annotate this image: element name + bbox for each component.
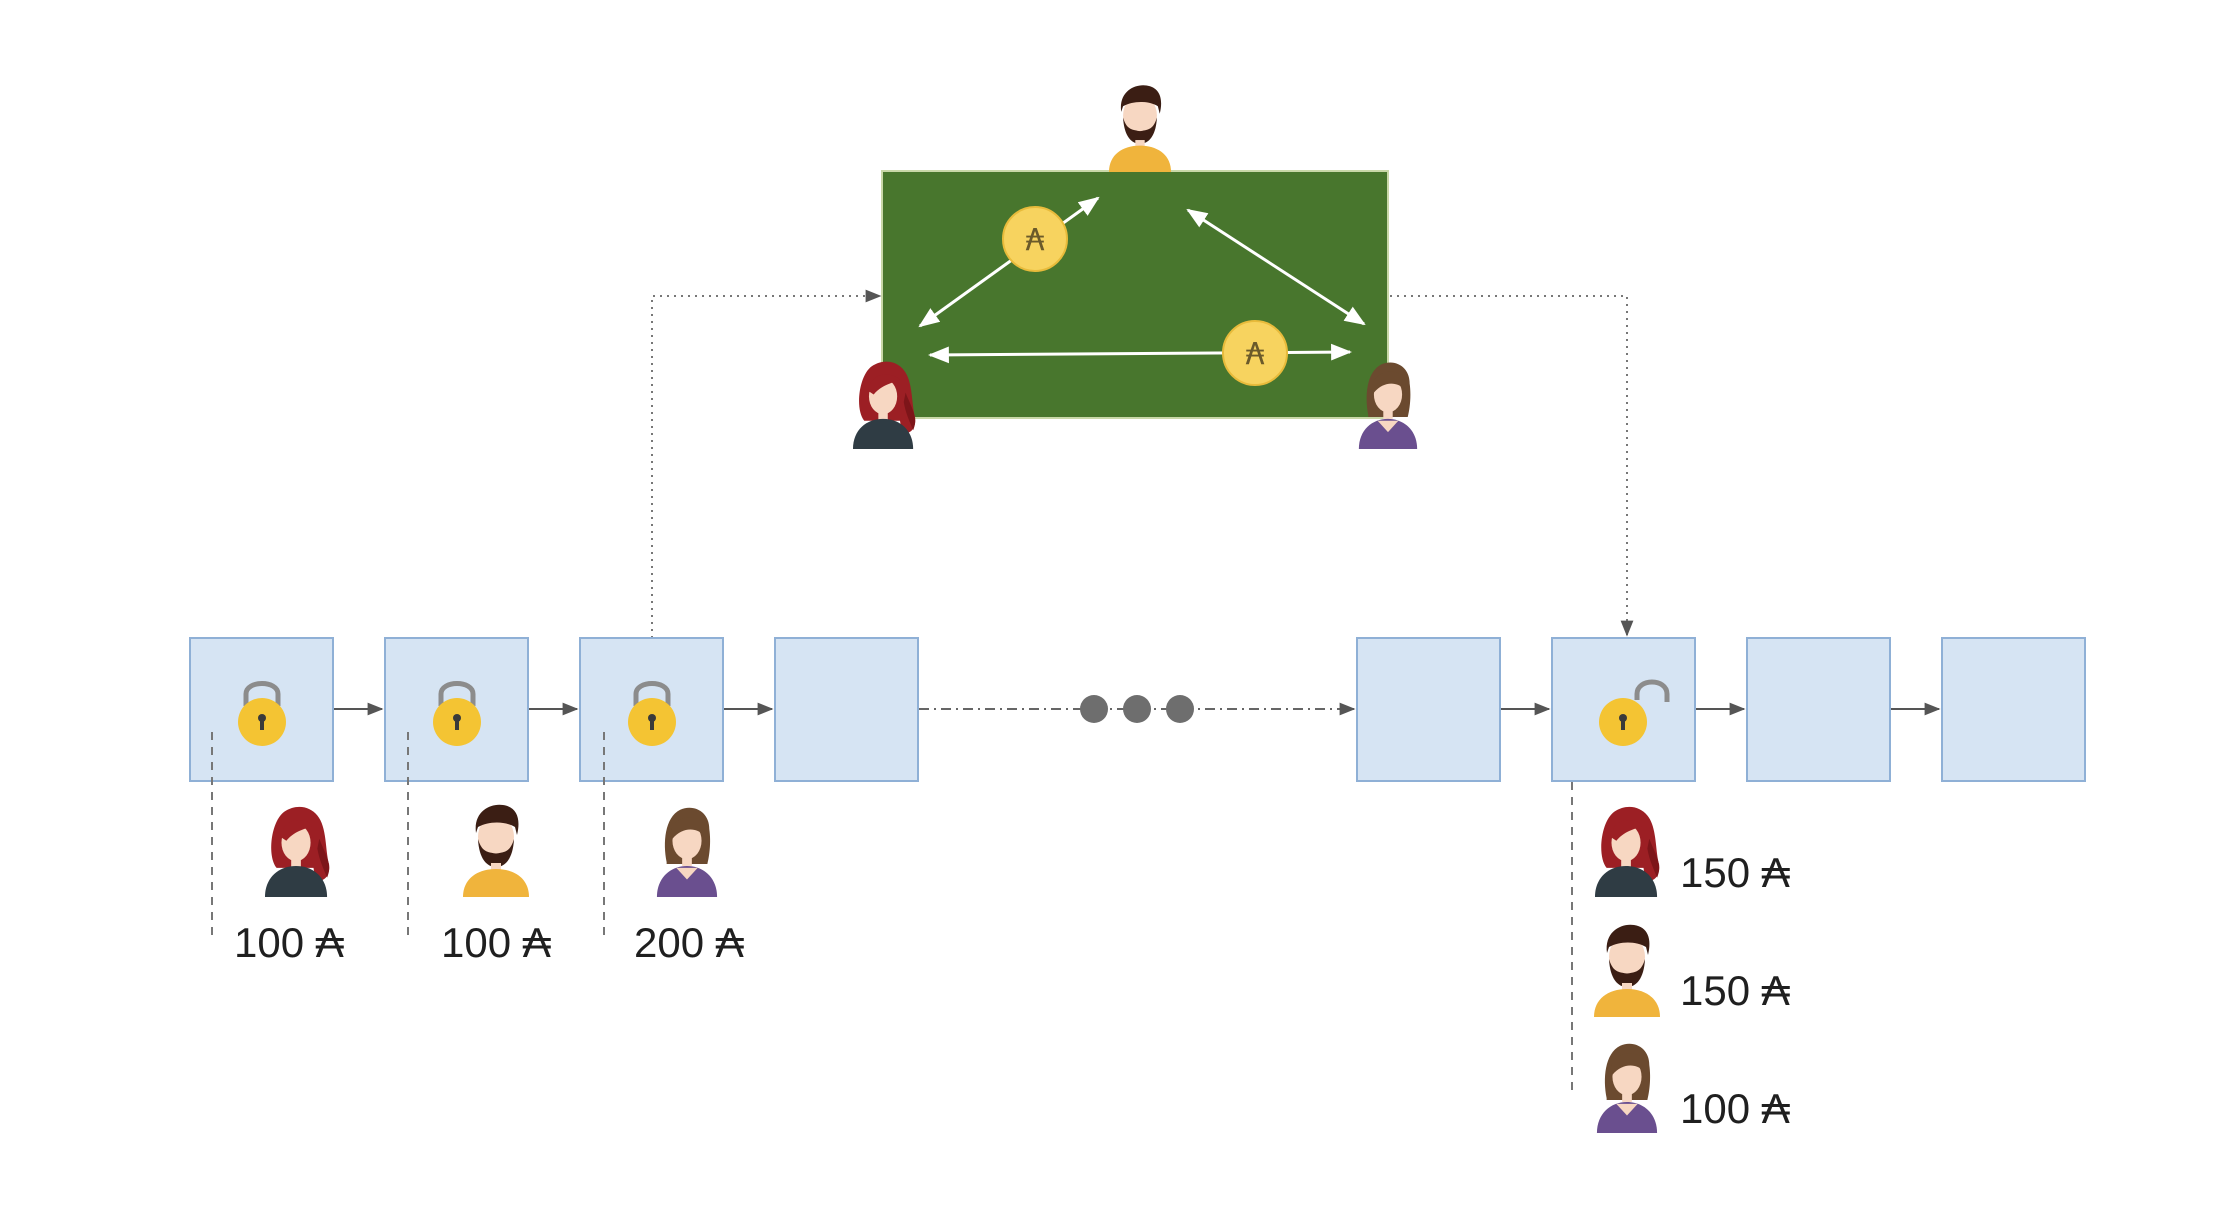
state-channel-board [881,170,1389,419]
alice-avatar [1594,806,1660,897]
bob-avatar [1594,924,1660,1017]
alice-bob-transfer-arrow [918,196,1100,328]
carol-avatar [1596,1043,1658,1133]
channel-close-connector [1390,295,1634,637]
channel-open-connector [651,289,882,638]
opening-deposits: 100 ₳ 100 ₳ 200 ₳ [234,804,745,966]
blockchain [189,637,2086,782]
bob-avatar [463,804,529,897]
carol-avatar [656,807,718,897]
balance-amount: 100 ₳ [1680,1085,1791,1132]
bob-carol-transfer-arrow [1186,208,1366,326]
block [1746,637,1891,782]
block [1941,637,2086,782]
deposit-amount: 100 ₳ [441,919,552,966]
alice-avatar [264,806,330,897]
deposit-amount: 200 ₳ [634,919,745,966]
deposit-amount: 100 ₳ [234,919,345,966]
balance-amount: 150 ₳ [1680,967,1791,1014]
balance-amount: 150 ₳ [1680,849,1791,896]
closing-balances: 150 ₳ 150 ₳ 100 ₳ [1594,806,1791,1133]
coin-icon [1222,320,1288,386]
coin-icon [1002,206,1068,272]
block [774,637,919,782]
alice-avatar [852,361,916,449]
block [1356,637,1501,782]
bob-avatar [1108,85,1172,172]
ellipsis-icon [1080,695,1194,723]
